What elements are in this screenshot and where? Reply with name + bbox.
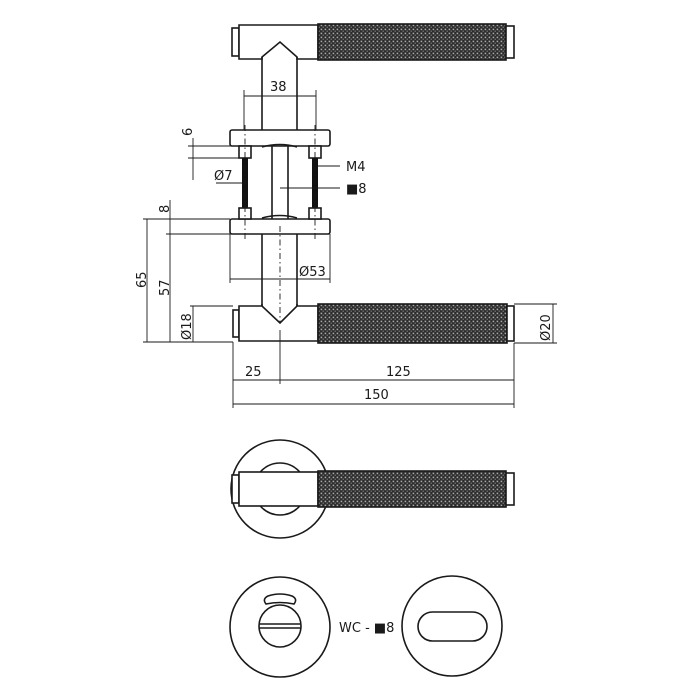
dim-label-8: 8 — [158, 205, 173, 213]
dim-label-m4: M4 — [346, 160, 366, 175]
occupied-indicator — [263, 593, 297, 605]
top-lever-neck — [238, 24, 319, 60]
dim-m4: M4 — [318, 160, 366, 175]
dim-65: 65 — [135, 219, 233, 343]
dim-label-65: 65 — [135, 271, 150, 288]
dim-label-38: 38 — [270, 80, 287, 95]
dim-label-25: 25 — [245, 365, 262, 380]
dim-label-6: 6 — [181, 128, 196, 136]
dim-label-square-8: ■8 — [346, 182, 367, 197]
dim-53: Ø53 — [229, 234, 331, 283]
bottom-lever — [232, 303, 515, 344]
dim-lengths: 25 125 150 — [232, 330, 515, 408]
dim-label-20: Ø20 — [539, 314, 554, 341]
pillar-left — [238, 125, 252, 240]
dim-square-8: ■8 — [280, 182, 367, 197]
turn-knob — [258, 604, 302, 648]
dim-label-150: 150 — [364, 388, 389, 403]
dim-20: Ø20 — [514, 303, 557, 344]
dim-label-18: Ø18 — [180, 313, 195, 340]
dim-18: Ø18 — [180, 305, 233, 342]
bottom-lever-neck — [238, 305, 319, 342]
dim-8: 8 — [143, 200, 230, 235]
dim-label-57: 57 — [158, 279, 173, 296]
dim-38: 38 — [243, 80, 317, 130]
square-spindle — [261, 143, 298, 219]
wc-turn-rosette — [229, 576, 331, 678]
dim-7: Ø7 — [214, 169, 242, 184]
pillar-right — [308, 125, 322, 240]
dim-57: 57 — [158, 234, 173, 342]
front-view — [230, 439, 515, 539]
bottom-lever-endcap — [232, 309, 240, 338]
bottom-shaft — [261, 226, 298, 330]
top-lever-endcap — [231, 27, 240, 57]
top-shaft — [261, 57, 298, 130]
wc-release-rosette — [401, 575, 503, 677]
emergency-release-slot — [417, 611, 488, 642]
top-lever — [231, 23, 515, 61]
dim-label-125: 125 — [386, 365, 411, 380]
front-lever-knurled-grip — [317, 470, 507, 508]
dim-label-53: Ø53 — [299, 265, 326, 280]
bottom-lever-tip-cap — [506, 305, 515, 342]
top-lever-knurled-grip — [317, 23, 507, 61]
top-lever-tip-cap — [505, 25, 515, 59]
bottom-lever-knurled-grip — [317, 303, 508, 344]
front-lever-neck — [238, 471, 319, 507]
front-lever-tip-cap — [505, 472, 515, 506]
wc-label: WC - ■8 — [339, 621, 394, 636]
dim-6: 6 — [181, 128, 239, 180]
front-lever-endcap — [231, 474, 240, 504]
top-rosette-plate — [229, 129, 331, 147]
dim-label-7: Ø7 — [214, 169, 233, 184]
